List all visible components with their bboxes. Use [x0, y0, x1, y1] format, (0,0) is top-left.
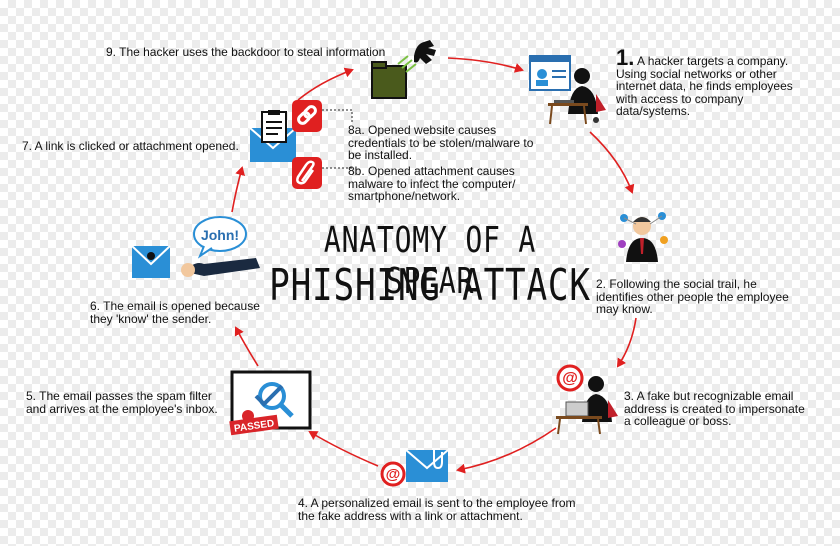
arrow-5-6	[234, 326, 259, 367]
speech-bubble-text: John!	[201, 227, 239, 243]
step-6-text: 6. The email is opened because they 'kno…	[90, 299, 260, 326]
network-person-icon	[618, 212, 668, 262]
step-2-text: 2. Following the social trail, he identi…	[596, 277, 789, 316]
email-clipboard-icon	[249, 110, 297, 162]
step-7-text: 7. A link is clicked or attachment opene…	[22, 139, 239, 153]
arrow-7-9	[297, 67, 354, 101]
arrow-6-7	[231, 166, 245, 213]
svg-text:@: @	[562, 370, 578, 387]
arrow-2-3	[616, 317, 637, 368]
step-1-text: 1. A hacker targets a company. Using soc…	[616, 47, 806, 118]
step-9-text: 9. The hacker uses the backdoor to steal…	[106, 45, 386, 59]
dash-8a	[322, 109, 353, 122]
step-3-text: 3. A fake but recognizable email address…	[624, 389, 805, 428]
arrow-4-5	[308, 430, 379, 467]
arrow-1-2	[589, 131, 635, 194]
arrow-9-1	[447, 57, 524, 73]
email-speech-icon: John!	[131, 216, 260, 278]
hacker-at-symbol-icon: @	[556, 364, 618, 435]
diagram-title-line1: ANATOMY OF A SPEAR	[323, 220, 537, 302]
email-at-icon: @	[380, 448, 449, 487]
step-1-body: A hacker targets a company. Using social…	[616, 54, 793, 118]
step-8b-text: 8b. Opened attachment causes malware to …	[348, 164, 516, 203]
step-1-number: 1.	[616, 45, 635, 70]
arrow-3-4	[456, 427, 557, 474]
step-8a-text: 8a. Opened website causes credentials to…	[348, 123, 534, 162]
backdoor-hand-icon	[371, 40, 436, 99]
paperclip-icon	[292, 157, 322, 189]
link-icon	[292, 100, 322, 132]
step-4-text: 4. A personalized email is sent to the e…	[298, 496, 576, 523]
inbox-passed-icon: PASSED	[229, 370, 312, 436]
step-5-text: 5. The email passes the spam filter and …	[26, 389, 218, 416]
svg-text:@: @	[386, 466, 401, 483]
hacker-at-laptop-icon	[529, 55, 606, 125]
diagram-title-line2: PHISHING ATTACK	[269, 260, 591, 311]
